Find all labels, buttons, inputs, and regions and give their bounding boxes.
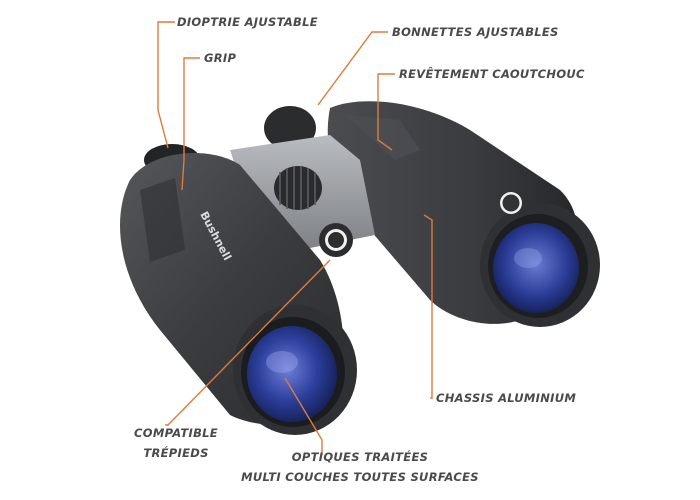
right-barrel	[264, 101, 600, 327]
label-optiques-line2: MULTI COUCHES TOUTES SURFACES	[241, 470, 479, 484]
label-compatible-trepieds: COMPATIBLE TRÉPIEDS	[131, 426, 221, 460]
callout-grip	[181, 57, 200, 191]
label-compatible-line1: COMPATIBLE	[134, 426, 218, 440]
callout-revetement	[377, 73, 395, 151]
label-chassis-aluminium: CHASSIS ALUMINIUM	[436, 391, 577, 405]
right-objective-lens	[493, 223, 579, 313]
label-optiques-traitees: OPTIQUES TRAITÉES MULTI COUCHES TOUTES S…	[225, 450, 495, 484]
callout-dioptre	[157, 21, 175, 149]
label-bonnettes-ajustables: BONNETTES AJUSTABLES	[392, 25, 559, 39]
callout-optiques	[284, 377, 323, 455]
callout-compatible	[165, 259, 331, 426]
label-compatible-line2: TRÉPIEDS	[143, 446, 209, 460]
label-revetement-caoutchouc: REVÊTEMENT CAOUTCHOUC	[399, 67, 585, 81]
callout-chassis	[423, 214, 433, 399]
left-objective-lens	[247, 326, 337, 422]
label-optiques-line1: OPTIQUES TRAITÉES	[291, 450, 429, 464]
callout-lines	[157, 21, 433, 455]
focus-wheel	[274, 166, 322, 210]
callout-bonnettes	[317, 31, 388, 106]
left-barrel: Bushnell	[120, 144, 357, 435]
label-grip: GRIP	[204, 51, 237, 65]
label-dioptrie-ajustable: DIOPTRIE AJUSTABLE	[177, 15, 318, 29]
